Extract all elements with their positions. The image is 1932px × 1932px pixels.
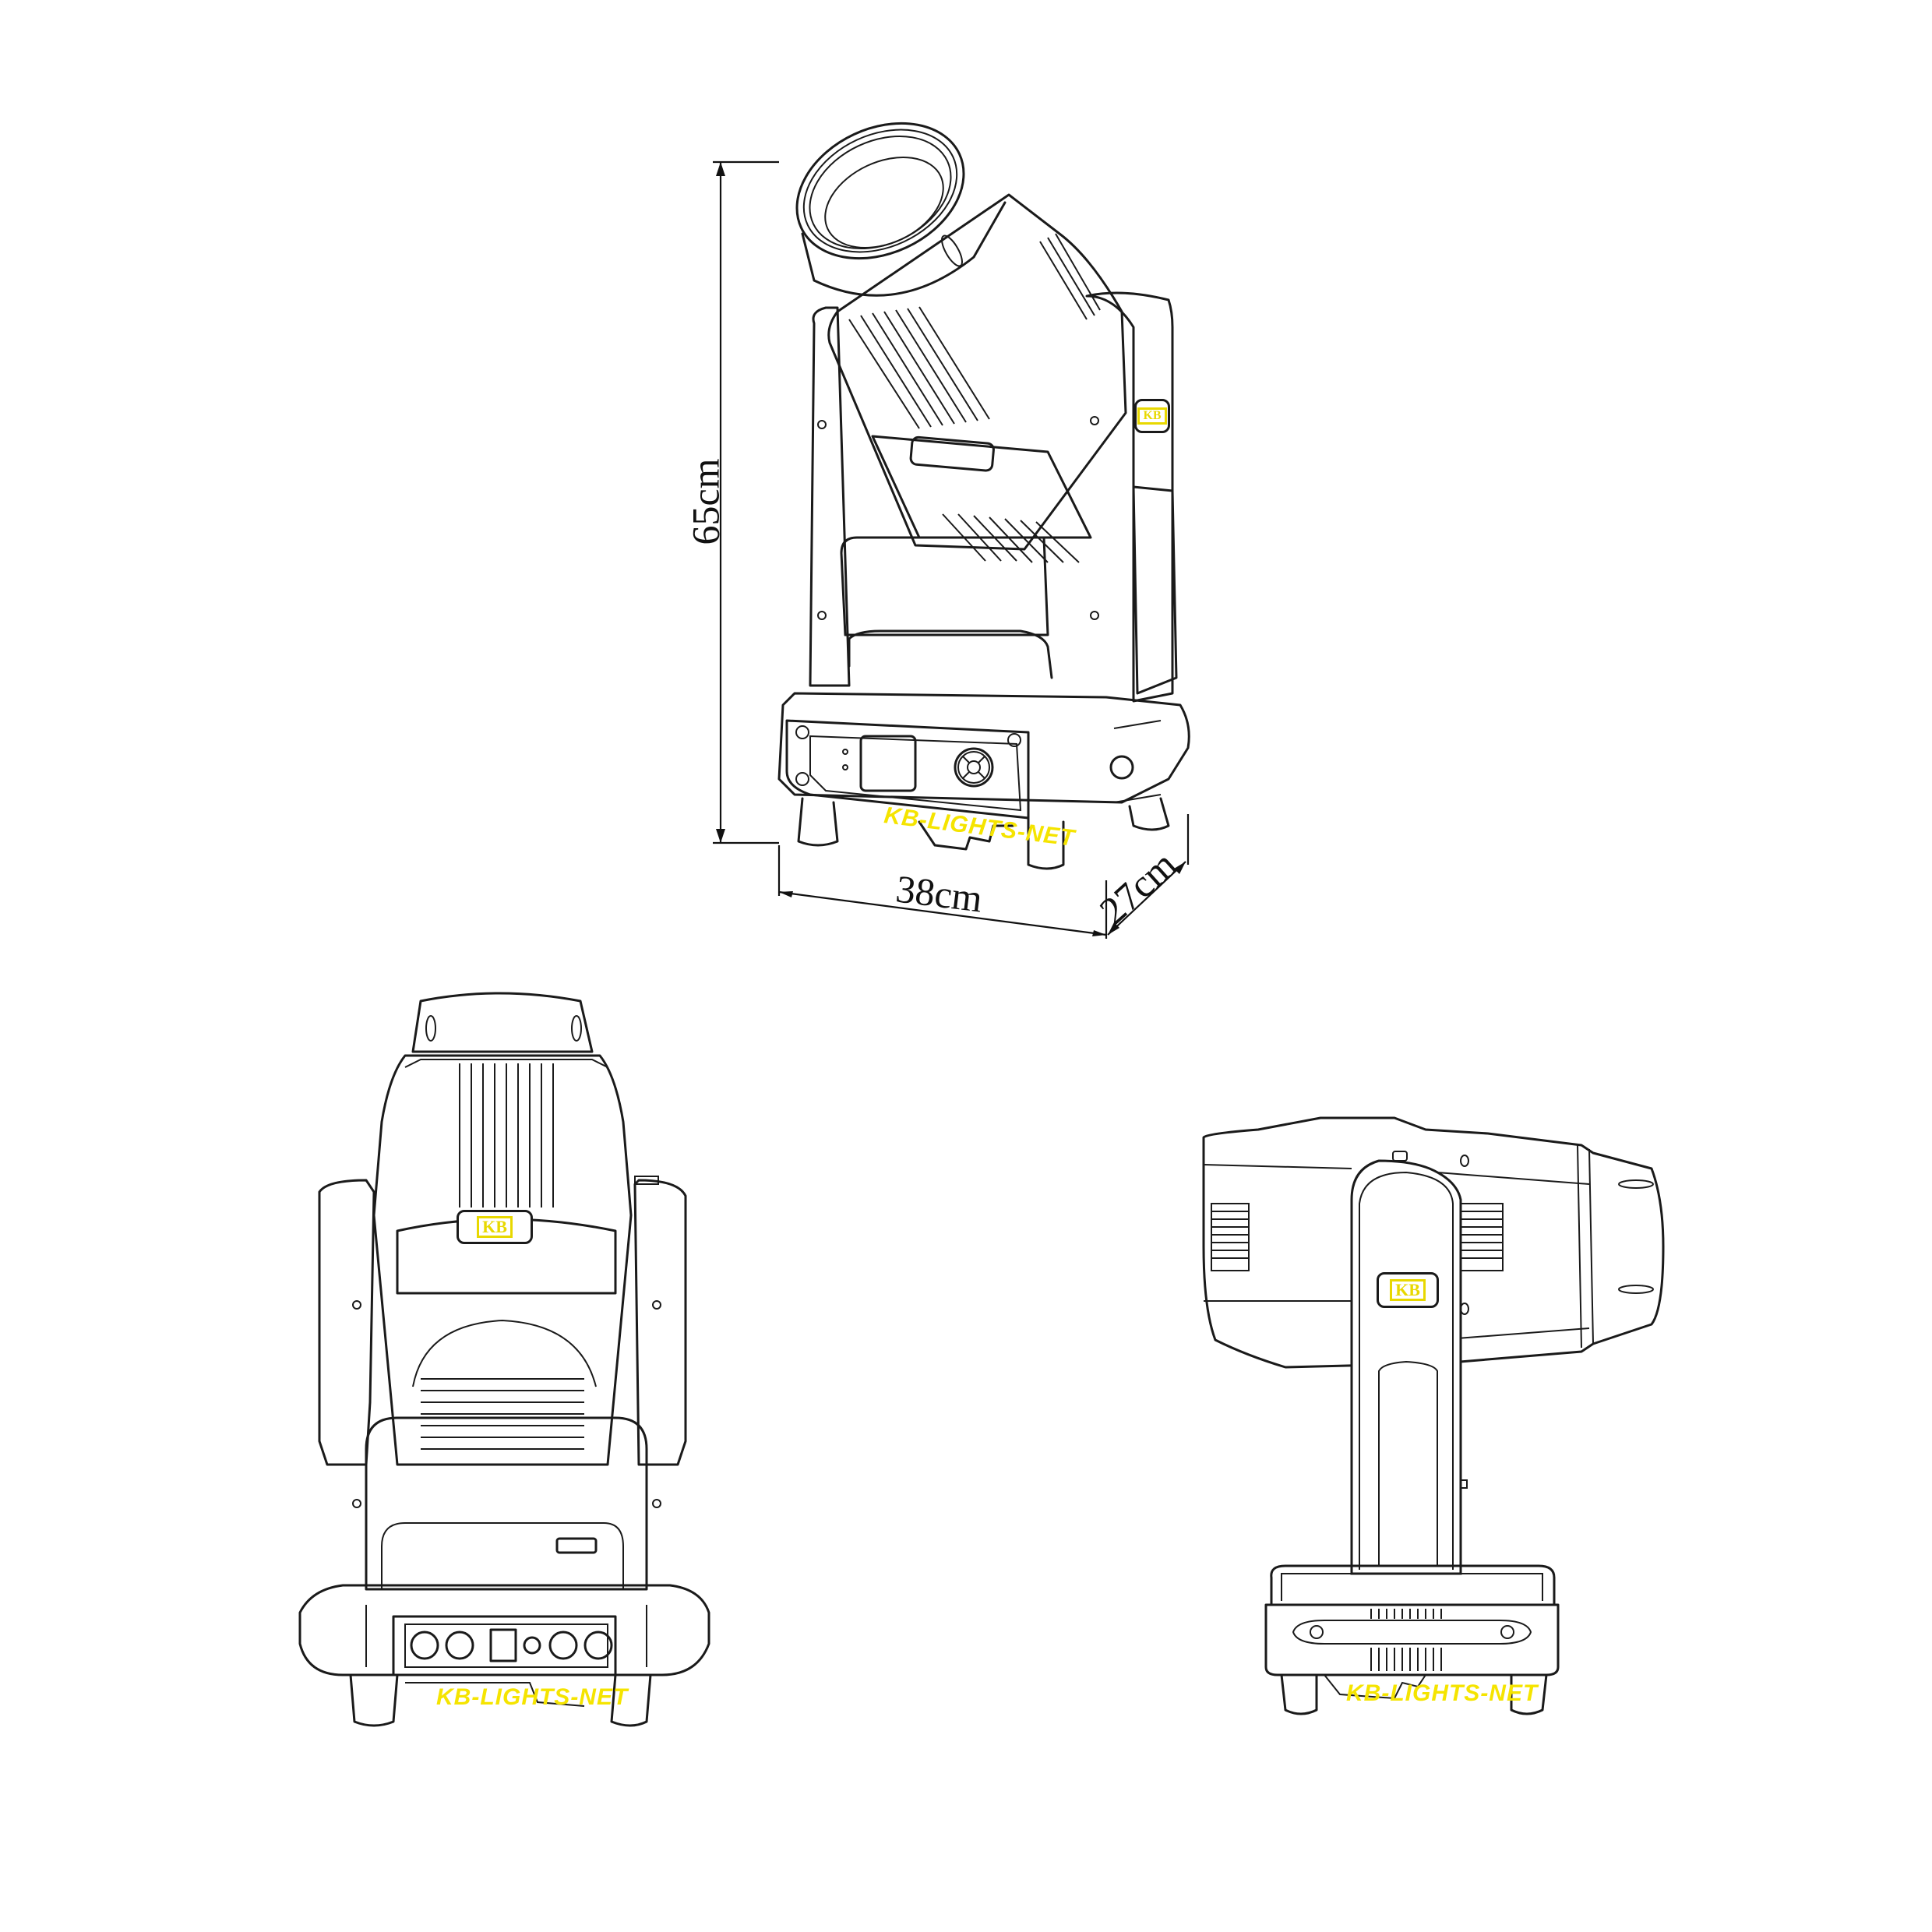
side-vent-left (1211, 1203, 1250, 1271)
height-dimension-label: 65cm (683, 458, 728, 545)
watermark-side: KB-LIGHTS-NET (1346, 1680, 1539, 1706)
powercon-in-connector[interactable] (548, 1631, 578, 1660)
logo-badge-front: KB (457, 1210, 533, 1244)
width-dimension-line (777, 845, 1107, 936)
lower-fins (421, 1378, 584, 1450)
head-fins (459, 1063, 554, 1208)
cooling-fins-left (848, 306, 990, 429)
navigation-pad[interactable] (954, 747, 994, 788)
watermark-front: KB-LIGHTS-NET (436, 1684, 629, 1710)
base-housing (777, 692, 1190, 820)
xlr-in-connector[interactable] (410, 1631, 439, 1660)
powercon-out-connector[interactable] (583, 1631, 613, 1660)
led-indicator-2 (842, 764, 848, 770)
lcd-display (859, 735, 917, 792)
perspective-view-drawing (713, 122, 1190, 939)
cooling-fins-right (1039, 233, 1101, 320)
xlr-out-connector[interactable] (445, 1631, 474, 1660)
connector-panel (392, 1615, 617, 1676)
width-dimension-label: 38cm (894, 866, 985, 921)
logo-badge-side: KB (1377, 1272, 1439, 1308)
logo-badge-perspective: KB (1134, 399, 1170, 433)
lens-ring (795, 122, 1007, 297)
front-view-drawing (298, 992, 710, 1727)
fuse-holder[interactable] (523, 1636, 541, 1655)
led-indicator-1 (842, 749, 848, 755)
height-dimension-line (713, 160, 779, 844)
side-view-drawing (1202, 1116, 1665, 1715)
power-switch[interactable] (489, 1628, 517, 1662)
depth-dimension-line (1105, 814, 1190, 939)
